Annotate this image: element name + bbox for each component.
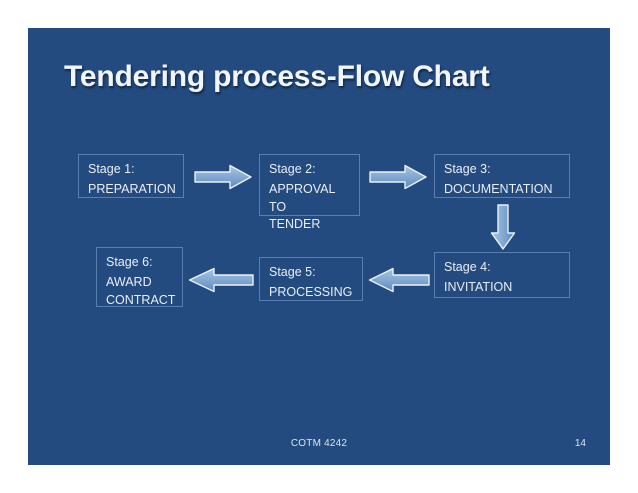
slide-canvas: Tendering process-Flow Chart Stage 1: PR… [28, 28, 610, 465]
arrow-down-icon-stage-3-to-4 [490, 204, 516, 250]
stage-2-name: APPROVAL TO TENDER [269, 181, 335, 232]
stage-4-label: Stage 4: [444, 260, 491, 274]
footer-page-number: 14 [574, 438, 586, 449]
page-title: Tendering process-Flow Chart [64, 60, 490, 93]
stage-5-label: Stage 5: [269, 265, 316, 279]
stage-6-name: AWARD CONTRACT [106, 274, 176, 307]
stage-2-label: Stage 2: [269, 162, 316, 176]
slide-footer: COTM 4242 14 [28, 438, 610, 452]
stage-1-label: Stage 1: [88, 162, 135, 176]
stage-3-label: Stage 3: [444, 162, 491, 176]
arrow-right-icon-stage-2-to-3 [369, 164, 427, 190]
arrow-right-icon-stage-1-to-2 [194, 164, 252, 190]
flow-node-stage-6[interactable]: Stage 6: AWARD CONTRACT [96, 247, 183, 307]
flow-node-stage-3[interactable]: Stage 3: DOCUMENTATION [434, 154, 570, 198]
stage-1-name: PREPARATION [88, 181, 176, 196]
flow-node-stage-1[interactable]: Stage 1: PREPARATION [78, 154, 184, 198]
flow-node-stage-4[interactable]: Stage 4: INVITATION [434, 252, 570, 298]
stage-6-label: Stage 6: [106, 255, 153, 269]
arrow-left-icon-stage-5-to-6 [188, 267, 254, 293]
stage-5-name: PROCESSING [269, 284, 353, 299]
arrow-left-icon-stage-4-to-5 [368, 267, 430, 293]
stage-3-name: DOCUMENTATION [444, 181, 553, 196]
flow-node-stage-2[interactable]: Stage 2: APPROVAL TO TENDER [259, 154, 360, 231]
stage-4-name: INVITATION [444, 279, 513, 294]
flow-chart: Stage 1: PREPARATION Stage 2: APPROVAL T… [28, 28, 610, 465]
footer-course-code: COTM 4242 [290, 438, 348, 449]
flow-node-stage-5[interactable]: Stage 5: PROCESSING [259, 257, 363, 301]
